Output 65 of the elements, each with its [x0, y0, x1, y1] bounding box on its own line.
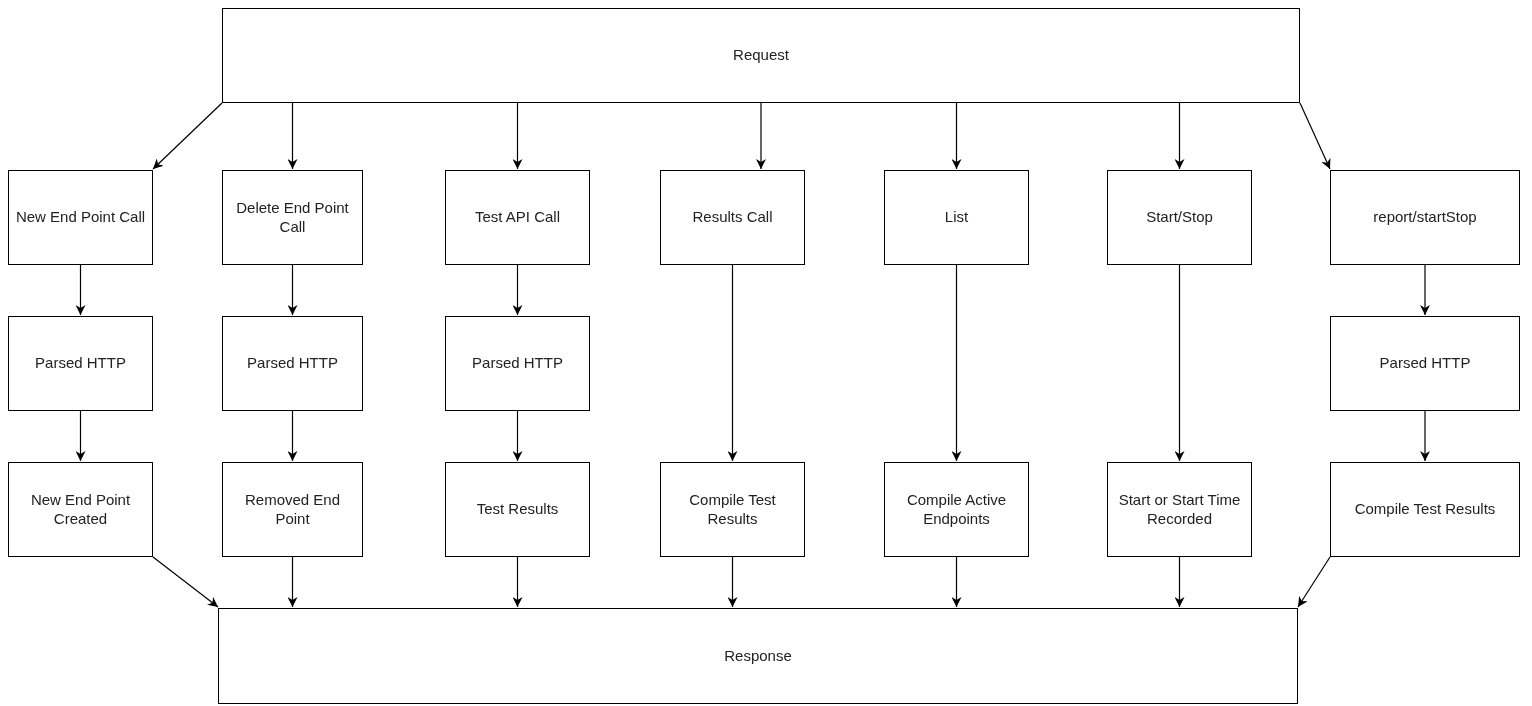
- process-box: [1330, 462, 1520, 557]
- box-label: Test Results: [476, 500, 559, 519]
- box-label: Parsed HTTP: [472, 354, 563, 373]
- arrow: [1174, 556, 1185, 608]
- arrow: [287, 264, 298, 316]
- arrow: [951, 102, 962, 170]
- arrow: [951, 556, 962, 608]
- arrow: [727, 264, 738, 462]
- arrow: [75, 264, 86, 316]
- arrow: [287, 102, 298, 170]
- process-box: [222, 316, 363, 411]
- box-label: Compile Test Results: [688, 490, 777, 529]
- box-label: New End Point Created: [29, 490, 132, 529]
- box-label: Delete End Point Call: [235, 198, 350, 237]
- box-label: Test API Call: [474, 208, 560, 227]
- arrow: [75, 410, 86, 462]
- arrow: [512, 264, 523, 316]
- arrow: [951, 264, 962, 462]
- box-label: New End Point Call: [15, 208, 146, 227]
- arrow: [512, 102, 523, 170]
- process-box: [1107, 170, 1252, 265]
- process-box: [1330, 316, 1520, 411]
- arrow: [512, 556, 523, 608]
- arrow: [1420, 264, 1430, 316]
- box-label: Start/Stop: [1146, 208, 1213, 227]
- box-label: Results Call: [692, 208, 773, 227]
- arrow: [1174, 264, 1185, 462]
- box-label: report/startStop: [1373, 208, 1477, 227]
- arrow: [756, 102, 766, 170]
- process-box: [218, 608, 1298, 704]
- box-label: Compile Test Results: [1354, 500, 1496, 519]
- box-label: Response: [724, 646, 792, 666]
- process-box: [884, 462, 1029, 557]
- box-label: Start or Start Time Recorded: [1117, 490, 1242, 529]
- process-box: [222, 462, 363, 557]
- process-box: [445, 462, 590, 557]
- arrow: [727, 556, 738, 608]
- box-label: List: [944, 208, 969, 227]
- process-box: [660, 170, 805, 265]
- process-box: [660, 462, 805, 557]
- box-label: Request: [733, 46, 789, 65]
- box-label: Compile Active Endpoints: [905, 490, 1008, 529]
- arrow: [287, 556, 298, 608]
- process-box: [8, 316, 153, 411]
- arrow: [152, 556, 219, 608]
- box-label: Parsed HTTP: [247, 354, 338, 373]
- arrow: [1297, 556, 1331, 608]
- box-label: Removed End Point: [243, 490, 342, 529]
- process-box: [222, 170, 363, 265]
- process-box: [222, 8, 1300, 103]
- arrow: [1420, 410, 1430, 462]
- arrow: [1299, 102, 1331, 170]
- process-box: [1330, 170, 1520, 265]
- process-box: [8, 462, 153, 557]
- arrow: [1174, 102, 1185, 170]
- process-box: [1107, 462, 1252, 557]
- process-box: [445, 170, 590, 265]
- arrow: [287, 410, 298, 462]
- box-label: Parsed HTTP: [1379, 354, 1471, 373]
- arrow: [152, 102, 223, 170]
- arrow: [512, 410, 523, 462]
- process-box: [445, 316, 590, 411]
- process-box: [8, 170, 153, 265]
- process-box: [884, 170, 1029, 265]
- box-label: Parsed HTTP: [35, 354, 126, 373]
